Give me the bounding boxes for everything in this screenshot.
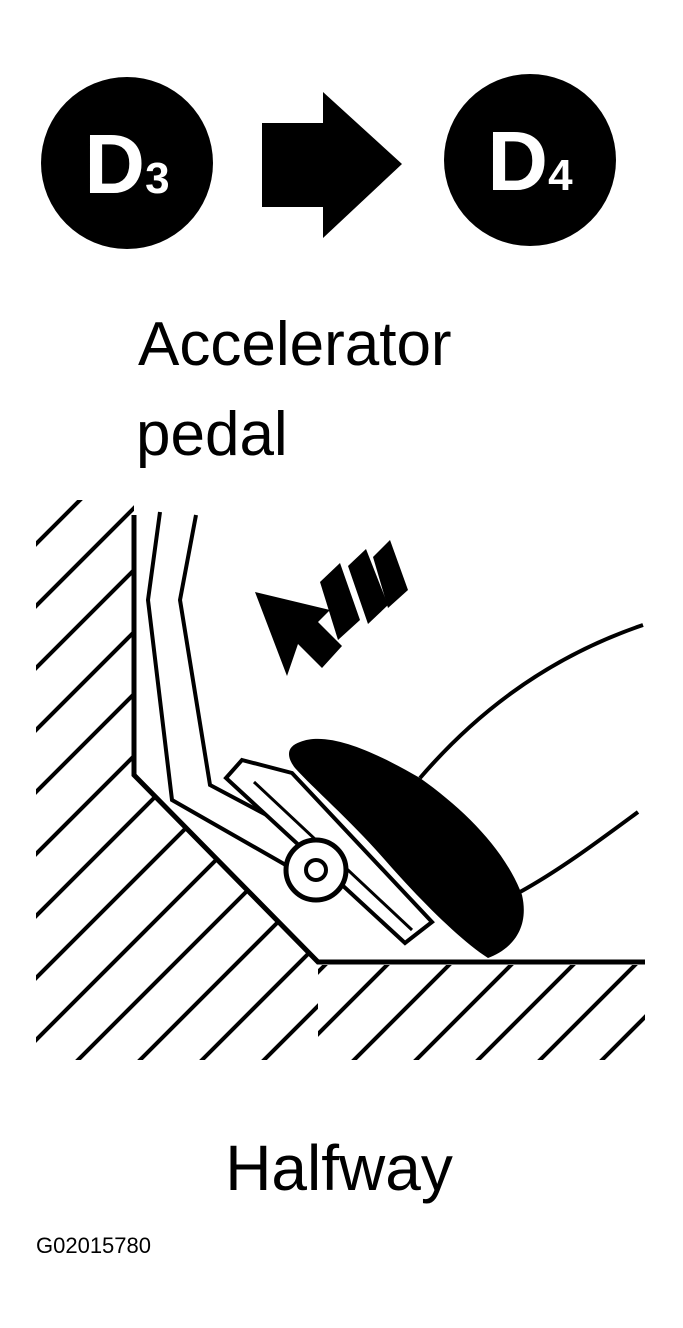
firewall-boundary-line [131,515,645,965]
pedal-label-line1: Accelerator [138,310,452,379]
shoe-icon [288,738,524,958]
gear-d4-letter: D [487,114,548,208]
gear-d3-circle [41,77,213,249]
gear-d4-badge: D4 [444,74,616,246]
gear-d4-circle [444,74,616,246]
gear-d3-label: D3 [84,117,169,211]
gear-d4-label: D4 [487,114,573,208]
shift-arrow-icon [262,92,402,238]
position-label: Halfway [225,1132,453,1204]
leg-outline [418,623,644,894]
figure-id: G02015780 [36,1233,151,1258]
pedal-pivot-icon [283,837,349,903]
gear-d3-letter: D [84,117,145,211]
pedal-label-line2: pedal [136,400,288,469]
press-direction-arrow-icon [255,540,408,676]
gear-d3-number: 3 [145,154,169,203]
gear-d4-number: 4 [548,151,573,200]
gear-d3-badge: D3 [41,77,213,249]
